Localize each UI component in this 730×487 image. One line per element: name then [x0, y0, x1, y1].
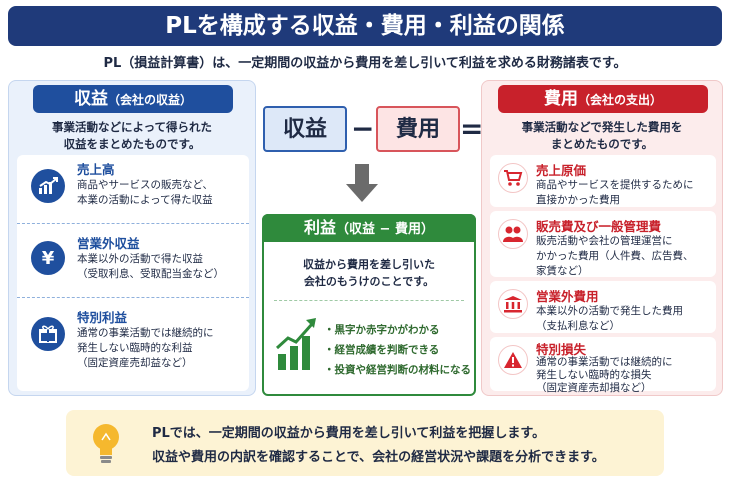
revenue-item-text: 本業以外の活動で得た収益 （受取利息、受取配当金など）	[77, 253, 224, 280]
profit-bullet: ・経営成績を判断できる	[324, 344, 440, 356]
expense-item-text: 通常の事業活動では継続的に 発生しない臨時的な損失 （固定資産売却損など）	[536, 356, 673, 394]
revenue-heading-sub: （会社の収益）	[107, 93, 192, 107]
expense-desc: 事業活動などで発生した費用を まとめたものです。	[521, 120, 683, 151]
bank-icon	[498, 289, 528, 319]
page-title: PLを構成する収益・費用・利益の関係	[8, 6, 722, 46]
down-arrow-icon	[346, 164, 378, 202]
expense-item-title: 売上原価	[536, 163, 587, 178]
note-line: 収益や費用の内訳を確認することで、会社の経営状況や課題を分析できます。	[152, 450, 605, 465]
page-subtitle: PL（損益計算書）は、一定期間の収益から費用を差し引いて利益を求める財務諸表です…	[103, 56, 627, 71]
growth-chart-icon	[275, 318, 316, 370]
revenue-heading-label: 収益	[73, 89, 108, 109]
profit-bullet: ・黒字か赤字かがわかる	[324, 324, 440, 336]
cart-icon	[498, 163, 528, 193]
yen-icon: ¥	[31, 241, 65, 275]
note-line: PLでは、一定期間の収益から費用を差し引いて利益を把握します。	[152, 426, 546, 441]
expense-item: 売上原価 商品やサービスを提供するために 直接かかった費用	[490, 155, 716, 207]
expense-item: 営業外費用 本業以外の活動で発生した費用 （支払利息など）	[490, 281, 716, 333]
revenue-item-text: 通常の事業活動では継続的に 発生しない臨時的な利益 （固定資産売却益など）	[77, 327, 214, 369]
revenue-item-title: 特別利益	[77, 310, 128, 325]
revenue-desc: 事業活動などによって得られた 収益をまとめたものです。	[51, 120, 213, 151]
expense-item-text: 商品やサービスを提供するために 直接かかった費用	[536, 179, 694, 206]
expense-item-text: 本業以外の活動で発生した費用 （支払利息など）	[536, 305, 683, 332]
profit-desc: 収益から費用を差し引いた 会社のもうけのことです。	[303, 258, 435, 288]
revenue-item-title: 営業外収益	[77, 236, 140, 251]
expense-item-title: 営業外費用	[536, 289, 599, 304]
formula-revenue-box: 収益	[263, 106, 347, 152]
people-icon	[498, 219, 528, 249]
profit-panel: 利益（収益 − 費用） 収益から費用を差し引いた 会社のもうけのことです。 ・黒…	[262, 214, 476, 396]
divider	[274, 300, 464, 301]
expense-item: 特別損失 通常の事業活動では継続的に 発生しない臨時的な損失 （固定資産売却損な…	[490, 337, 716, 394]
revenue-items-list: 売上高 商品やサービスの販売など、 本業の活動によって得た収益 ¥ 営業外収益 …	[17, 155, 249, 391]
expense-item-text: 販売活動や会社の管理運営に かかった費用（人件費、広告費、 家賃など）	[536, 235, 694, 277]
divider	[17, 223, 249, 224]
warning-icon	[498, 345, 528, 375]
revenue-heading: 収益（会社の収益）	[33, 85, 233, 113]
revenue-item-title: 売上高	[77, 162, 115, 177]
expense-item-title: 特別損失	[536, 342, 587, 357]
formula-equals: =	[460, 112, 484, 145]
profit-heading: 利益（収益 − 費用）	[262, 214, 476, 242]
expense-heading: 費用（会社の支出）	[498, 85, 708, 113]
formula-minus: −	[351, 112, 375, 145]
expense-item-title: 販売費及び一般管理費	[536, 219, 662, 234]
lightbulb-icon	[93, 424, 119, 463]
summary-note: PLでは、一定期間の収益から費用を差し引いて利益を把握します。 収益や費用の内訳…	[66, 410, 664, 476]
profit-bullet: ・投資や経営判断の材料になる	[324, 364, 471, 376]
chart-up-icon	[31, 169, 65, 203]
formula-expense-box: 費用	[376, 106, 460, 152]
divider	[17, 297, 249, 298]
expense-item: 販売費及び一般管理費 販売活動や会社の管理運営に かかった費用（人件費、広告費、…	[490, 211, 716, 277]
revenue-item-text: 商品やサービスの販売など、 本業の活動によって得た収益	[77, 179, 213, 206]
revenue-panel: 収益（会社の収益） 事業活動などによって得られた 収益をまとめたものです。 売上…	[8, 80, 256, 396]
gift-icon	[31, 317, 65, 351]
expense-panel: 費用（会社の支出） 事業活動などで発生した費用を まとめたものです。 売上原価 …	[481, 80, 723, 396]
